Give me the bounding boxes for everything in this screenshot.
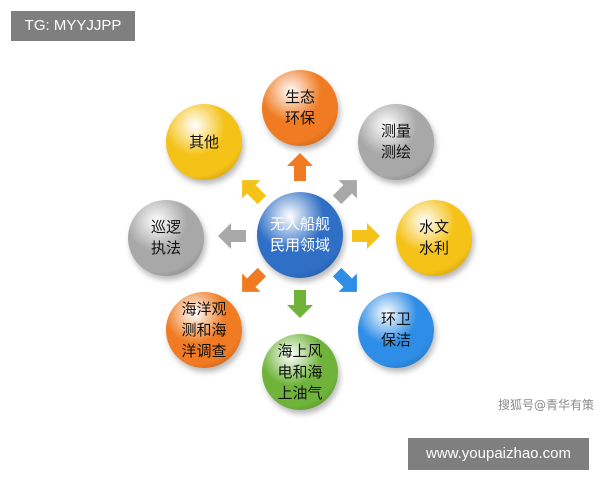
arrow-down-left bbox=[242, 268, 266, 292]
node-sanitation: 环卫保洁 bbox=[358, 292, 434, 368]
arrow-down-right bbox=[333, 268, 357, 292]
node-ecology: 生态环保 bbox=[262, 70, 338, 146]
center-node: 无人船舰民用领域 bbox=[257, 192, 343, 278]
node-other-label: 其他 bbox=[188, 132, 219, 151]
arrow-up-left bbox=[242, 180, 266, 204]
node-offshore-energy: 海上风电和海上油气 bbox=[262, 334, 338, 410]
node-hydrology-label: 水文水利 bbox=[418, 218, 449, 257]
arrow-up bbox=[287, 153, 313, 181]
tag-label: TG: MYYJJPP bbox=[11, 11, 135, 41]
arrow-right bbox=[352, 223, 380, 249]
node-offshore-energy-label: 海上风电和海上油气 bbox=[277, 341, 323, 402]
watermark-text: 搜狐号@青华有策 bbox=[497, 398, 594, 412]
node-surveying-label: 测量测绘 bbox=[380, 122, 411, 161]
arrow-down bbox=[287, 290, 313, 318]
node-hydrology: 水文水利 bbox=[396, 200, 472, 276]
node-surveying: 测量测绘 bbox=[358, 104, 434, 180]
node-ocean-survey: 海洋观测和海洋调查 bbox=[166, 292, 242, 368]
node-patrol: 巡逻执法 bbox=[128, 200, 204, 276]
node-other: 其他 bbox=[166, 104, 242, 180]
center-node-label: 无人船舰民用领域 bbox=[269, 215, 330, 254]
arrow-up-right bbox=[333, 180, 357, 204]
node-sanitation-label: 环卫保洁 bbox=[380, 310, 411, 349]
footer-url: www.youpaizhao.com bbox=[408, 438, 589, 470]
arrow-left bbox=[218, 223, 246, 249]
node-patrol-label: 巡逻执法 bbox=[150, 218, 181, 257]
node-ocean-survey-label: 海洋观测和海洋调查 bbox=[181, 299, 227, 360]
node-ecology-label: 生态环保 bbox=[284, 88, 315, 127]
